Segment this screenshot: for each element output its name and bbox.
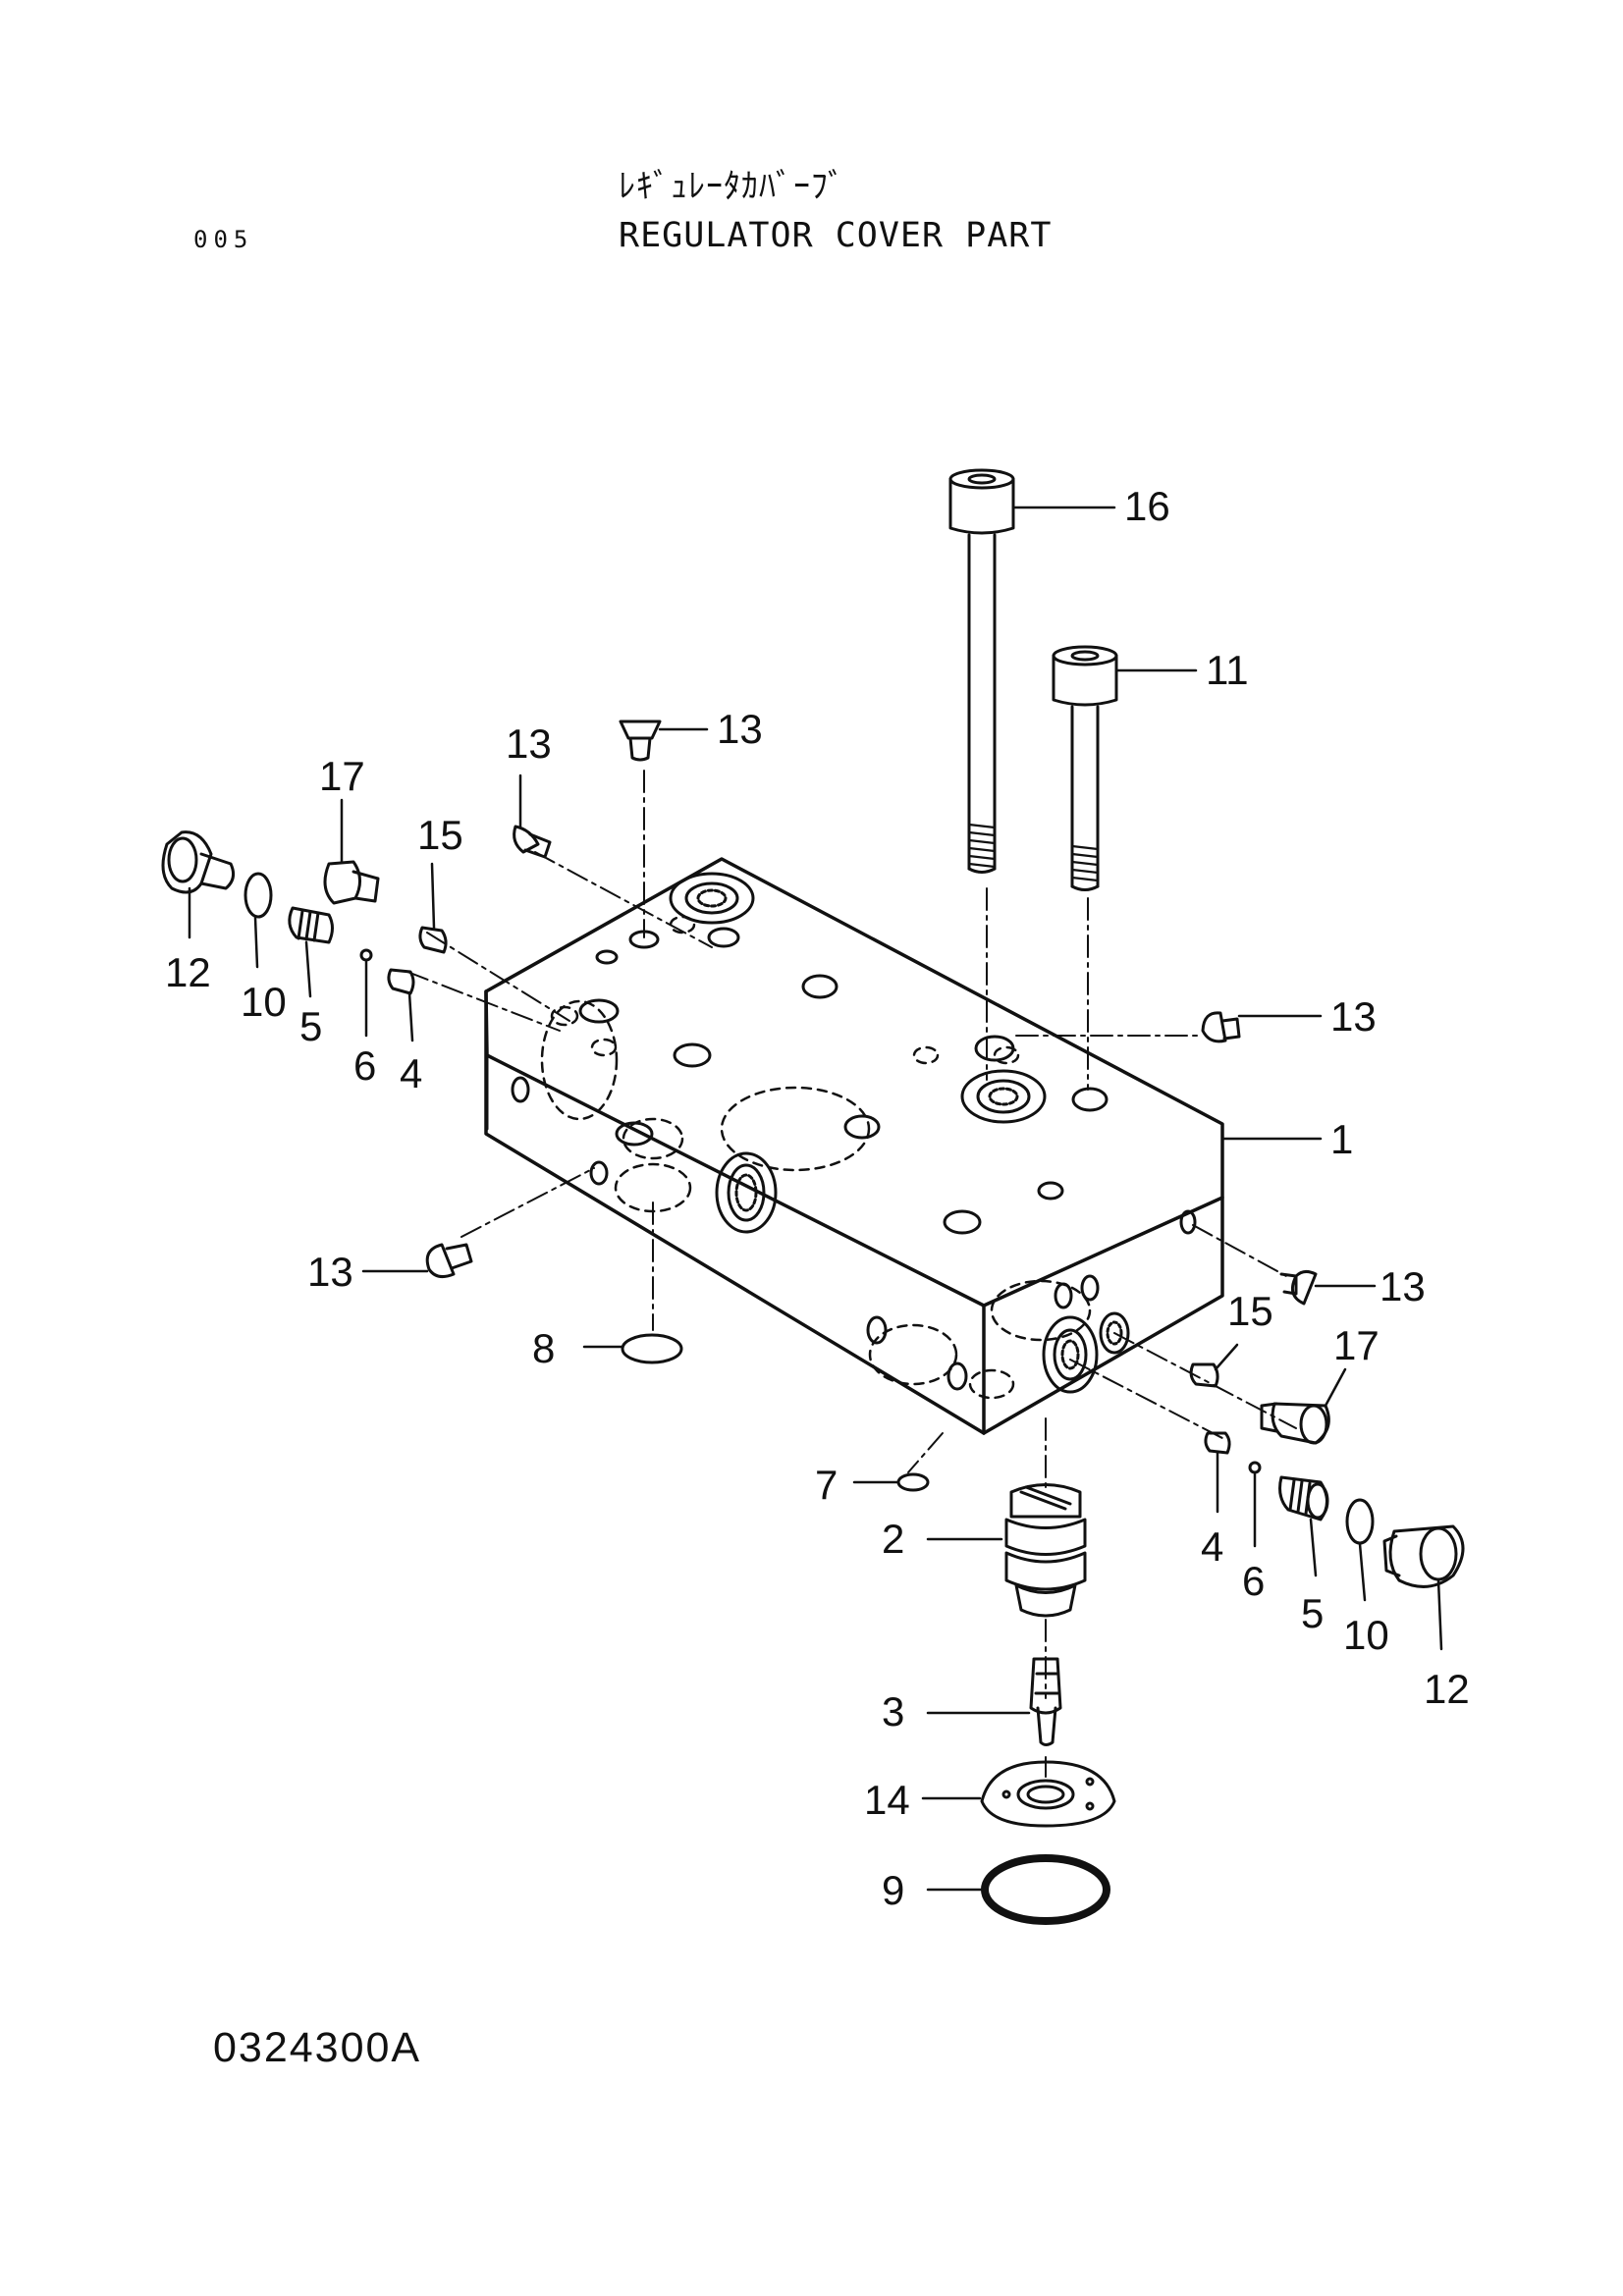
callout-10-right: 10 (1343, 1612, 1389, 1658)
callout-1: 1 (1330, 1116, 1353, 1162)
retainer-14 (921, 1760, 1116, 1828)
oring-10-right (1345, 1498, 1375, 1602)
assembly-center-lines (406, 770, 1297, 1778)
oring-7 (852, 1472, 930, 1492)
callout-15-right: 15 (1227, 1288, 1273, 1334)
oring-8 (582, 1333, 683, 1364)
plug-12-right (1382, 1524, 1465, 1651)
plug-17-left (323, 798, 380, 905)
plug-12-left (161, 830, 236, 939)
seat-4-left (387, 968, 415, 1042)
callout-4-left: 4 (400, 1050, 422, 1096)
oring-9 (926, 1854, 1110, 1925)
plug-17-right (1260, 1367, 1347, 1445)
oring-10-left (243, 872, 273, 969)
drawing-number: 0324300A (213, 2024, 422, 2071)
socket-bolt-16 (948, 468, 1116, 874)
socket-bolt-11 (1052, 645, 1198, 891)
plug-13-lower-right (1279, 1269, 1377, 1306)
spool-2 (926, 1483, 1087, 1618)
spring-5-left (288, 906, 334, 998)
callout-13-upper-left: 13 (506, 721, 552, 767)
title-japanese: ﾚｷﾞｭﾚｰﾀｶﾊﾞｰﾌﾞ (619, 167, 845, 206)
seat-15-right (1189, 1343, 1239, 1388)
callout-14: 14 (864, 1777, 910, 1823)
spring-5-right (1278, 1475, 1329, 1577)
callout-numbers: 1 2 3 4 4 5 5 6 6 7 8 9 10 10 11 12 12 1… (165, 483, 1470, 1913)
ball-6-right (1248, 1461, 1262, 1548)
callout-2: 2 (882, 1516, 904, 1562)
cover-block (484, 857, 1224, 1435)
callout-10-left: 10 (241, 979, 287, 1025)
callout-3: 3 (882, 1688, 904, 1735)
callout-13-top: 13 (717, 706, 763, 752)
callout-13-lower-right: 13 (1380, 1263, 1426, 1309)
pin-3 (926, 1657, 1062, 1746)
plug-13-lower-left (361, 1243, 473, 1279)
callout-11: 11 (1206, 647, 1249, 693)
plug-13-upper-left (513, 774, 552, 859)
callout-15-left: 15 (417, 812, 463, 858)
callout-7: 7 (815, 1462, 838, 1508)
callout-13-lower-left: 13 (307, 1249, 353, 1295)
page-number: 005 (193, 226, 254, 253)
callout-4-right: 4 (1201, 1523, 1223, 1570)
callout-16: 16 (1124, 483, 1170, 529)
callout-17-right: 17 (1333, 1322, 1380, 1368)
callout-17-left: 17 (319, 753, 365, 799)
callout-5-right: 5 (1301, 1590, 1324, 1636)
callout-12-left: 12 (165, 949, 211, 995)
plug-13-right (1201, 1011, 1323, 1043)
callout-8: 8 (532, 1325, 555, 1371)
callout-6-right: 6 (1242, 1558, 1265, 1604)
callout-6-left: 6 (353, 1042, 376, 1089)
ball-6-left (359, 948, 373, 1038)
title-english: REGULATOR COVER PART (619, 216, 1053, 255)
plug-13-top (619, 720, 709, 762)
seat-15-left (418, 862, 448, 954)
callout-12-right: 12 (1424, 1666, 1470, 1712)
callout-13-right: 13 (1330, 993, 1377, 1040)
callout-9: 9 (882, 1867, 904, 1913)
callout-5-left: 5 (299, 1003, 322, 1049)
seat-4-right (1204, 1431, 1231, 1514)
